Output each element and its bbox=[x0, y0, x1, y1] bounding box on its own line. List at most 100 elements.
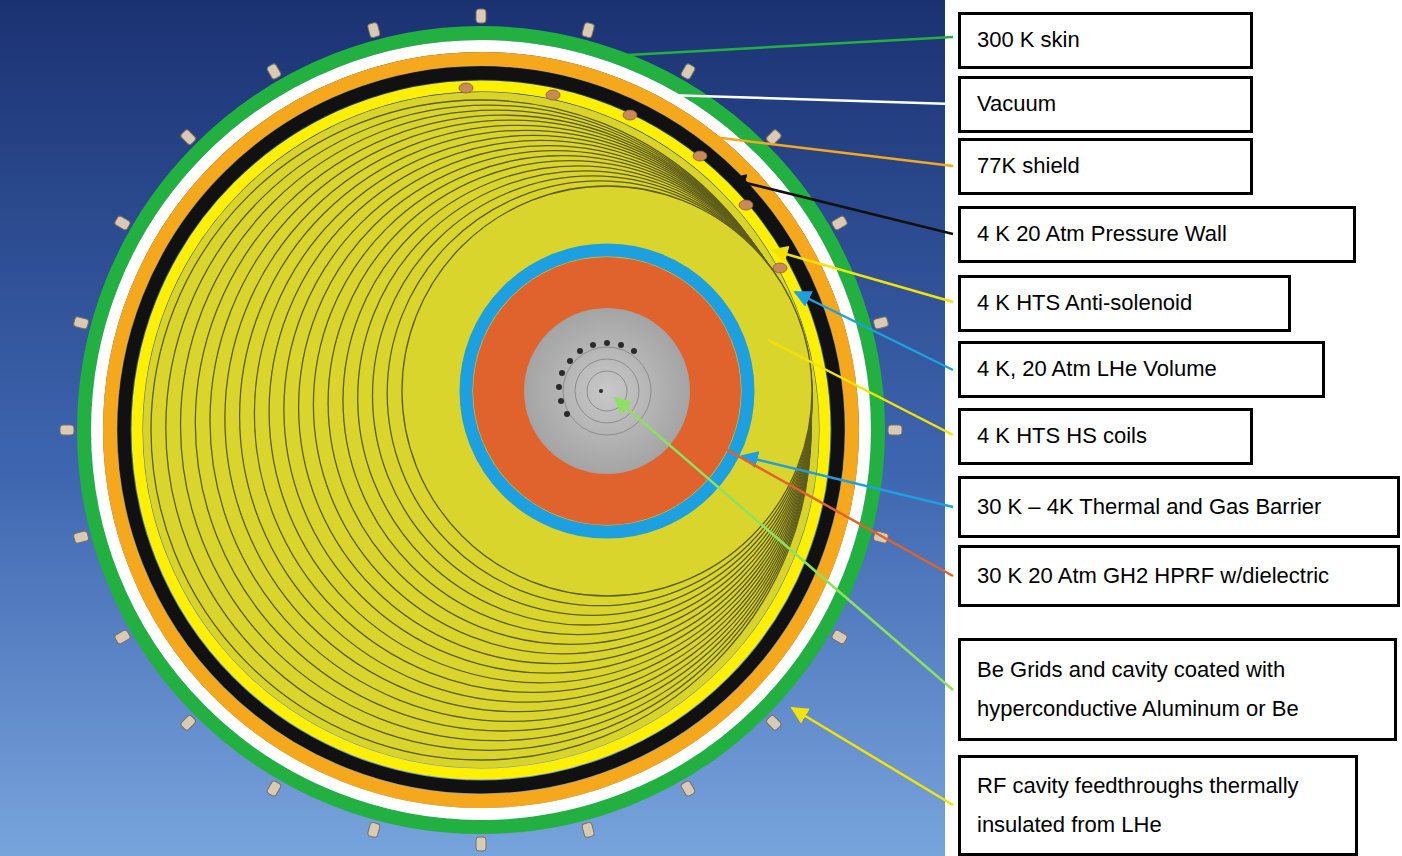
label-text: 4 K 20 Atm Pressure Wall bbox=[977, 215, 1337, 254]
leader-line bbox=[795, 292, 953, 370]
coil-disk bbox=[240, 130, 812, 702]
feedthrough bbox=[180, 714, 197, 731]
grid-ring bbox=[587, 371, 627, 411]
skin-ring bbox=[84, 33, 878, 827]
thermal-barrier-ring bbox=[466, 250, 748, 532]
label-box: Vacuum bbox=[958, 76, 1253, 133]
leader-line bbox=[705, 136, 953, 166]
coil-disk bbox=[343, 166, 812, 635]
grid-dot bbox=[618, 342, 624, 348]
grid-dot bbox=[558, 398, 564, 404]
copper-pad bbox=[739, 200, 753, 210]
feedthrough bbox=[180, 129, 197, 146]
label-box: 77K shield bbox=[958, 138, 1253, 195]
label-box: 300 K skin bbox=[958, 12, 1253, 69]
label-text: 30 K 20 Atm GH2 HPRF w/dielectric bbox=[977, 557, 1381, 596]
grid-dot bbox=[631, 348, 637, 354]
label-box: Be Grids and cavity coated with hypercon… bbox=[958, 638, 1397, 741]
feedthrough bbox=[476, 837, 486, 851]
copper-pad bbox=[459, 83, 473, 93]
vacuum-ring bbox=[97, 46, 865, 814]
leader-line bbox=[768, 340, 953, 435]
leader-line bbox=[665, 95, 953, 104]
label-text: 4 K, 20 Atm LHe Volume bbox=[977, 350, 1306, 389]
grid-dot bbox=[577, 348, 583, 354]
grid-rings bbox=[563, 347, 651, 435]
leader-line bbox=[615, 398, 953, 690]
copper-pad bbox=[623, 110, 637, 120]
coil-disk bbox=[284, 146, 812, 674]
feedthrough bbox=[60, 425, 74, 435]
coil-disk bbox=[269, 140, 811, 682]
label-text: 77K shield bbox=[977, 147, 1234, 186]
feedthrough bbox=[114, 215, 131, 231]
feedthrough bbox=[765, 714, 782, 731]
grid-dot bbox=[590, 342, 596, 348]
copper-pad bbox=[693, 151, 707, 161]
label-box: 30 K 20 Atm GH2 HPRF w/dielectric bbox=[958, 545, 1400, 607]
coil-disk bbox=[373, 176, 812, 615]
leader-line bbox=[792, 708, 953, 805]
shield-ring bbox=[110, 59, 852, 801]
label-text: 30 K – 4K Thermal and Gas Barrier bbox=[977, 488, 1381, 527]
feedthrough bbox=[73, 316, 89, 329]
coil-disk bbox=[402, 186, 812, 596]
grid-dot bbox=[567, 358, 573, 364]
copper-pad bbox=[773, 263, 787, 273]
grid-dot bbox=[604, 340, 610, 346]
grid-dot bbox=[556, 384, 562, 390]
feedthrough bbox=[680, 63, 696, 80]
label-text: 300 K skin bbox=[977, 21, 1234, 60]
coil-disk bbox=[387, 181, 812, 606]
label-text: Be Grids and cavity coated with hypercon… bbox=[977, 651, 1378, 728]
coil-disk bbox=[195, 115, 811, 731]
label-text: 4 K HTS Anti-solenoid bbox=[977, 284, 1272, 323]
grid-dot bbox=[559, 370, 565, 376]
hprf-volume bbox=[473, 257, 741, 525]
coil-disk bbox=[313, 156, 811, 654]
coil-disk bbox=[254, 135, 811, 692]
label-box: RF cavity feedthroughs thermally insulat… bbox=[958, 755, 1358, 856]
label-box: 4 K HTS HS coils bbox=[958, 408, 1253, 465]
label-box: 4 K 20 Atm Pressure Wall bbox=[958, 206, 1356, 263]
leader-line bbox=[742, 456, 953, 507]
copper-pad bbox=[546, 90, 560, 100]
anti-solenoid-ring bbox=[137, 86, 825, 774]
coil-disk bbox=[151, 100, 811, 760]
leader-line bbox=[628, 37, 953, 55]
feedthrough bbox=[73, 531, 89, 544]
label-text: RF cavity feedthroughs thermally insulat… bbox=[977, 767, 1339, 844]
label-box: 4 K, 20 Atm LHe Volume bbox=[958, 341, 1325, 398]
feedthrough bbox=[582, 22, 595, 38]
coil-disk bbox=[166, 105, 811, 750]
coil-disk bbox=[328, 161, 812, 645]
feedthrough bbox=[582, 822, 595, 838]
label-box: 30 K – 4K Thermal and Gas Barrier bbox=[958, 476, 1400, 538]
feedthrough bbox=[888, 425, 902, 435]
feedthrough bbox=[266, 780, 282, 797]
leader-line bbox=[730, 179, 953, 234]
lhe-volume bbox=[143, 92, 819, 768]
hs-coils bbox=[151, 100, 812, 760]
feedthrough bbox=[266, 63, 282, 80]
grid-ring bbox=[563, 347, 651, 435]
feedthrough bbox=[367, 822, 380, 838]
feedthrough bbox=[831, 629, 848, 645]
feedthrough bbox=[476, 9, 486, 23]
feedthrough bbox=[831, 215, 848, 231]
coil-disk bbox=[181, 110, 812, 741]
leader-lines bbox=[615, 37, 953, 805]
be-grid-disk bbox=[524, 308, 690, 474]
grid-dot bbox=[564, 411, 570, 417]
feedthrough-bolts bbox=[60, 9, 902, 851]
label-text: 4 K HTS HS coils bbox=[977, 417, 1234, 456]
feedthrough bbox=[367, 22, 380, 38]
feedthrough bbox=[114, 629, 131, 645]
label-text: Vacuum bbox=[977, 85, 1234, 124]
grid-dot bbox=[599, 389, 603, 393]
feedthrough bbox=[680, 780, 696, 797]
coil-disk bbox=[210, 120, 811, 721]
leader-line bbox=[695, 432, 953, 576]
grid-ring bbox=[575, 359, 639, 423]
